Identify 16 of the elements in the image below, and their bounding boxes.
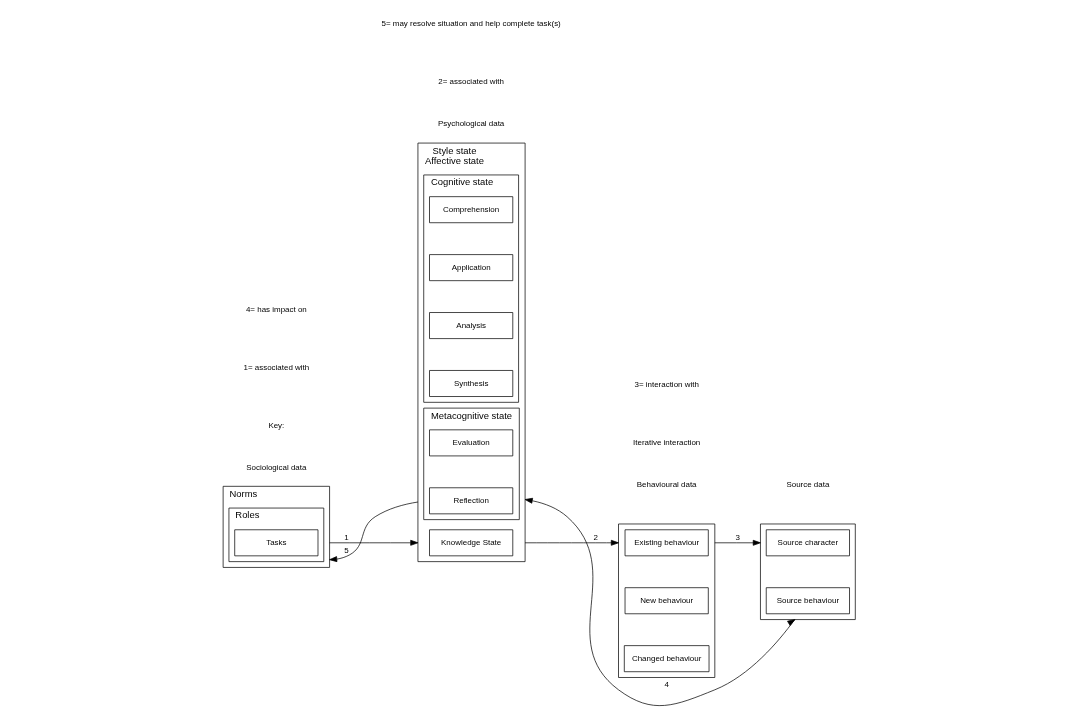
- label: Key:: [267, 420, 284, 430]
- label: Iterative interaction: [632, 437, 700, 447]
- label: 3= interaction with: [634, 379, 699, 389]
- label: Psychological data: [437, 119, 504, 129]
- label: 1= associated with: [243, 362, 309, 372]
- edge-label: 1: [343, 533, 349, 543]
- edge-label: 4: [663, 680, 669, 690]
- label: Source data: [785, 479, 829, 489]
- edge-label: 3: [734, 533, 740, 543]
- label: Sociological data: [245, 462, 306, 472]
- label: 2= associated with: [437, 77, 504, 87]
- label: 4= has impact on: [245, 304, 307, 314]
- label: 5= may resolve situation and help complete task(s): [381, 19, 561, 29]
- label: Behavioural data: [636, 479, 697, 489]
- edge-label: 5: [343, 545, 349, 555]
- edge-label: 2: [592, 533, 598, 543]
